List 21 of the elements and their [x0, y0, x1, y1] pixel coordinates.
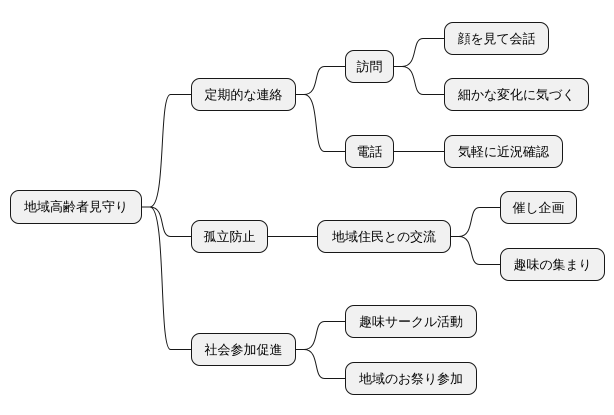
connector-line [268, 236, 318, 237]
topic-box: 顔を見て会話 [444, 22, 549, 55]
connector-line [394, 66, 444, 95]
connector-line [296, 94, 346, 152]
topic-box: 地域のお祭り参加 [345, 362, 477, 395]
topic-box: 気軽に近況確認 [444, 135, 563, 168]
topic-box: 地域住民との交流 [317, 220, 451, 253]
topic-box: 催し企画 [500, 191, 577, 224]
topic-box: 社会参加促進 [191, 333, 296, 366]
connector-line [142, 206, 192, 350]
topic-box: 細かな変化に気づく [444, 78, 589, 111]
topic-box: 訪問 [345, 50, 394, 83]
topic-box: 地域高齢者見守り [10, 190, 142, 224]
topic-box: 趣味の集まり [500, 248, 605, 281]
connector-line [394, 151, 444, 152]
connector-line [296, 349, 346, 379]
connector-line [450, 236, 500, 265]
topic-box: 孤立防止 [191, 220, 268, 253]
topic-box: 定期的な連絡 [191, 78, 296, 111]
topic-box: 電話 [345, 135, 394, 168]
topic-box: 趣味サークル活動 [345, 305, 477, 338]
